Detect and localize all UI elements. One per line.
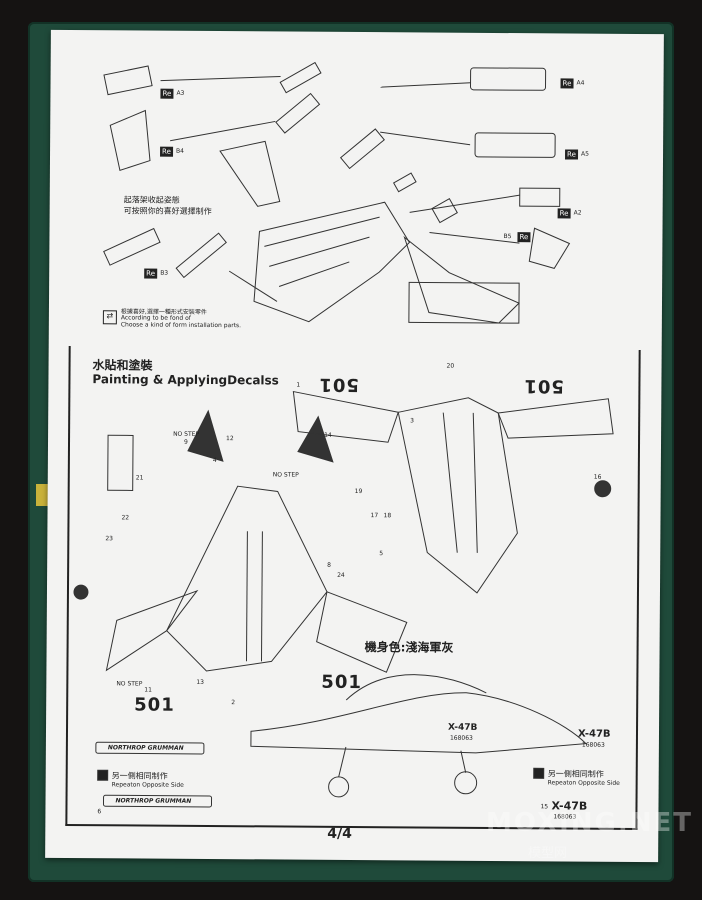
page-number: 4/4: [327, 825, 352, 842]
roundel-right: [594, 480, 612, 498]
re-badge-b5: Re: [517, 232, 531, 243]
bay-door: [408, 281, 520, 324]
callout-14: 14: [324, 431, 332, 439]
label-b3: B3: [160, 269, 169, 277]
part-b3: [103, 227, 161, 266]
opposite-note-cn-left: 另一側相同制作: [111, 771, 168, 781]
wing-panel-right: [403, 235, 520, 324]
front-view-wing-right: [316, 591, 408, 673]
gear-note-2: 可按照你的喜好選擇制作: [123, 206, 212, 216]
callout-17: 17: [370, 512, 379, 520]
choose-icon: ⇄: [102, 310, 117, 325]
brand-text-2: NORTHROP GRUMMAN: [115, 797, 192, 805]
nostep-label-1: NO STEP: [173, 430, 200, 438]
brand-decal-1: [95, 741, 205, 755]
callout-3: 3: [410, 417, 415, 425]
label-a4: A4: [576, 79, 585, 87]
part-b3-alt: [175, 232, 227, 279]
callout-24: 24: [337, 571, 345, 579]
serial-label-2: 168063: [449, 734, 473, 742]
part-a2: [519, 187, 561, 207]
watermark-en: MOXING.NET: [486, 808, 694, 838]
roundel-left: [73, 584, 89, 600]
line-art: [73, 61, 614, 808]
nostep-label-3: NO STEP: [116, 680, 143, 688]
part-b4: [109, 109, 151, 172]
top-view-fuselage: [397, 397, 518, 594]
wing-panel-left: [219, 140, 281, 207]
label-b4: B4: [176, 147, 185, 155]
re-badge-b3: Re: [144, 268, 158, 279]
serial-label-1: 168063: [581, 741, 605, 749]
front-view-wing-left: [105, 589, 199, 672]
callout-22: 22: [121, 514, 130, 522]
re-badge-a3: Re: [160, 88, 174, 99]
callout-11: 11: [144, 686, 152, 694]
re-badge-a5: Re: [565, 149, 578, 160]
section-title-cn: 水貼和塗裝: [92, 358, 153, 373]
brand-text-1: NORTHROP GRUMMAN: [107, 744, 184, 752]
callout-9: 9: [183, 438, 188, 446]
side-view-fuselage: [250, 692, 588, 754]
callout-23: 23: [105, 535, 114, 543]
callout-5: 5: [379, 550, 384, 558]
instruction-sheet: Re A3 Re B4 Re B3 Re A4 Re A5 Re A2 B5 R…: [45, 29, 664, 863]
part-a4: [470, 67, 547, 91]
callout-21: 21: [135, 474, 144, 482]
callout-18: 18: [383, 512, 392, 520]
brand-decal-2: [102, 794, 213, 808]
label-b5: B5: [503, 233, 512, 241]
section-title-en: Painting & ApplyingDecalss: [92, 372, 279, 388]
tail-mark-v: [187, 409, 224, 462]
opposite-note-cn-right: 另一側相同制作: [547, 769, 604, 779]
nostep-label-2: NO STEP: [272, 471, 299, 479]
callout-1: 1: [296, 381, 301, 389]
watermark-cn: 模型网: [528, 846, 568, 861]
label-a5: A5: [581, 150, 589, 158]
callout-6: 6: [97, 808, 102, 816]
square-mark: [533, 767, 545, 779]
callout-4: 4: [212, 457, 217, 465]
part-b5: [528, 227, 571, 269]
x47b-label-2: X-47B: [448, 722, 478, 733]
opposite-note-en-left: Repeaton Opposite Side: [111, 781, 184, 789]
arrow-outline: [107, 434, 134, 491]
callout-16: 16: [593, 473, 602, 481]
gear-note-1: 起落架收起姿態: [123, 195, 180, 205]
label-a3: A3: [176, 89, 185, 97]
decal-501-top-right: 501: [523, 375, 565, 397]
top-view-wing-right: [497, 398, 614, 439]
label-a2: A2: [573, 209, 582, 217]
callout-13: 13: [196, 678, 205, 686]
x47b-label-1: X-47B: [577, 728, 611, 740]
callout-12: 12: [226, 435, 234, 443]
callout-8: 8: [327, 561, 332, 569]
tape-strip: [36, 484, 50, 506]
callout-19: 19: [354, 488, 363, 496]
re-badge-a2: Re: [557, 208, 571, 219]
body-color-note: 機身色:淺海軍灰: [364, 640, 454, 655]
callout-2: 2: [231, 699, 236, 707]
re-badge-a4: Re: [560, 78, 574, 89]
top-view-wing-left: [292, 390, 399, 443]
re-badge-b4: Re: [160, 146, 173, 157]
opposite-note-en-right: Repeaton Opposite Side: [547, 779, 620, 787]
part-a3: [103, 65, 153, 96]
decal-501-right: 501: [321, 671, 363, 694]
decal-501-top-left: 501: [318, 373, 360, 396]
painting-section-frame: [65, 346, 641, 830]
fuselage-bay: [253, 201, 411, 323]
callout-20: 20: [446, 362, 455, 370]
part-a5: [474, 132, 556, 158]
choose-note-en-2: Choose a kind of form installation parts…: [120, 321, 242, 330]
decal-501-bottom: 501: [134, 694, 175, 716]
